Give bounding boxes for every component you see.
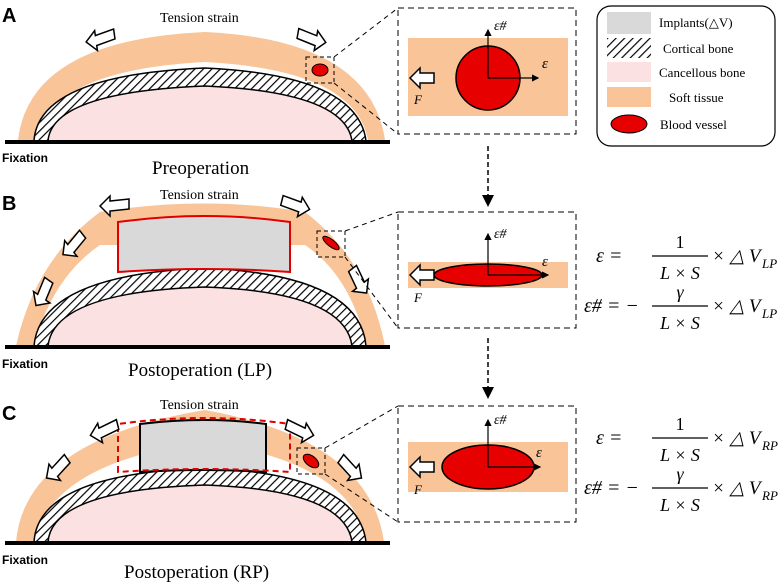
inset-box (397, 405, 577, 523)
strain-arrow-right (279, 194, 311, 219)
legend-label: Cortical bone (663, 41, 734, 56)
panel-letter: C (2, 403, 16, 425)
panel-c: C Fixation Postoperation (RP) Tension st… (2, 398, 577, 583)
fixation-label: Fixation (2, 553, 48, 567)
fixation-ground (5, 140, 390, 144)
strain-arrow-right (296, 27, 327, 53)
soft-tissue (16, 410, 384, 542)
strain-arrow-left (32, 276, 54, 307)
zoom-box (316, 230, 346, 258)
sharp-denominator: L × S (659, 313, 700, 333)
strain-arrow-right (284, 418, 315, 445)
equations-rp: ε = 1 L × S × △ V RP ε# = − γ L × S × △ … (584, 414, 778, 515)
force-arrow (408, 455, 435, 479)
eps-sharp-label: ε# (494, 19, 508, 34)
eps-tail: × △ V (712, 246, 763, 267)
sharp-equation-lhs: ε# = − (584, 477, 639, 499)
fixation-ground (5, 541, 390, 545)
tension-strain-label: Tension strain (160, 188, 239, 203)
sharp-tail: × △ V (712, 478, 763, 499)
blood-vessel (322, 235, 340, 251)
eps-sharp-label: ε# (494, 413, 508, 428)
strain-arrow-left (85, 27, 116, 53)
eps-subscript: RP (761, 438, 778, 453)
blood-vessel (302, 453, 320, 469)
zoom-box (296, 447, 326, 475)
cortical-swatch (607, 38, 651, 58)
legend: Implants(△V) Cortical bone Cancellous bo… (596, 5, 776, 147)
sharp-subscript: LP (761, 306, 777, 321)
force-label: F (413, 290, 423, 305)
tension-strain-label: Tension strain (160, 398, 239, 413)
blood-vessel (311, 63, 329, 77)
legend-label: Implants(△V) (659, 15, 733, 30)
implant-rp (139, 419, 267, 474)
strain-arrow-right (336, 453, 363, 482)
soft-tissue-swatch (607, 87, 651, 107)
eps-sharp-label: ε# (494, 227, 508, 242)
sharp-subscript: RP (761, 488, 778, 503)
strain-arrow-left (89, 418, 120, 445)
sharp-numerator: γ (676, 282, 684, 302)
eps-tail: × △ V (712, 428, 763, 449)
strain-arrow-right (347, 264, 370, 294)
implant-lp (117, 215, 291, 274)
force-arrow (408, 263, 435, 287)
eps-subscript: LP (761, 256, 777, 271)
inset-box (397, 211, 577, 329)
panel-a: A Fixation Preoperation Tension strain ε… (2, 5, 577, 179)
eps-numerator: 1 (676, 414, 685, 434)
eps-label: ε (536, 445, 542, 461)
inset-box (397, 7, 577, 135)
panel-caption: Postoperation (LP) (128, 360, 272, 381)
sharp-equation-lhs: ε# = − (584, 295, 639, 317)
implant-swatch (607, 12, 651, 34)
sharp-numerator: γ (676, 464, 684, 484)
tension-strain-label: Tension strain (160, 11, 239, 26)
panel-letter: A (2, 5, 16, 27)
panel-caption: Postoperation (RP) (124, 562, 269, 583)
strain-arrow-left (98, 194, 130, 218)
force-label: F (413, 482, 423, 497)
eps-numerator: 1 (676, 232, 685, 252)
equations-lp: ε = 1 L × S × △ V LP ε# = − γ L × S × △ … (584, 232, 777, 333)
eps-denominator: L × S (659, 445, 700, 465)
eps-equation-lhs: ε = (596, 427, 622, 449)
strain-arrow-left (62, 229, 87, 258)
strain-arrow-left (45, 453, 72, 482)
fixation-label: Fixation (2, 357, 48, 371)
sharp-denominator: L × S (659, 495, 700, 515)
fixation-label: Fixation (2, 151, 48, 165)
eps-equation-lhs: ε = (596, 245, 622, 267)
zoom-box (305, 56, 335, 84)
sharp-tail: × △ V (712, 296, 763, 317)
panel-caption: Preoperation (152, 158, 250, 179)
fixation-ground (5, 345, 390, 349)
force-arrow (408, 66, 435, 90)
cancellous-swatch (607, 62, 651, 82)
legend-label: Cancellous bone (659, 65, 746, 80)
soft-tissue (18, 32, 385, 140)
eps-label: ε (542, 254, 548, 270)
soft-tissue (16, 203, 385, 346)
panel-letter: B (2, 193, 16, 215)
legend-label: Blood vessel (660, 117, 727, 132)
force-label: F (413, 92, 423, 107)
panel-b: B Fixation Postoperation (LP) Tension st… (2, 188, 577, 381)
legend-label: Soft tissue (669, 90, 724, 105)
vessel-swatch (610, 114, 648, 134)
eps-label: ε (542, 56, 548, 72)
eps-denominator: L × S (659, 263, 700, 283)
